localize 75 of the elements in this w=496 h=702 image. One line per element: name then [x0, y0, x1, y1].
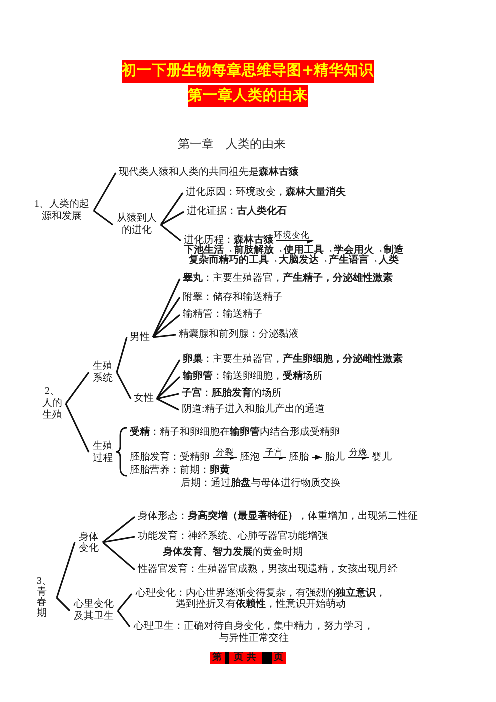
- arrow: [348, 455, 370, 460]
- arrow: [212, 455, 238, 460]
- topic-label: 3、青春期: [34, 577, 57, 619]
- branch-line: [160, 224, 182, 242]
- note-text: 卵巢：主要生殖器官，产生卵细胞，分泌雌性激素: [180, 354, 406, 366]
- chapter-banner: 第一章人类的由来: [188, 85, 308, 107]
- edge-label: 子宫: [264, 448, 284, 456]
- arrow: [312, 455, 322, 460]
- branch-line: [152, 297, 181, 338]
- subtopic-label: 生殖系统: [89, 361, 117, 384]
- branch-line: [156, 398, 180, 411]
- branch-line: [93, 172, 117, 212]
- note-text: 子宫：胚胎发育的场所: [179, 388, 285, 400]
- note-text: 现代类人猿和人类的共同祖先是森林古猿: [116, 167, 302, 179]
- edge-label: 分裂: [215, 448, 235, 456]
- branch-line: [152, 278, 181, 338]
- topic-label: 1、人类的起源和发展: [30, 199, 94, 223]
- branch-line: [102, 536, 136, 544]
- subtopic-label: 男性: [127, 332, 153, 344]
- branch-line: [117, 594, 133, 612]
- note-text: 进化历程：森林古猿: [184, 235, 274, 246]
- subtopic-label: 心里变化及其卫生: [70, 599, 118, 623]
- stage-label: 婴儿: [369, 452, 395, 464]
- subtopic-label: 从猿到人的进化: [113, 213, 161, 237]
- note-text: 后期：通过胎盘与母体进行物质交换: [180, 478, 342, 490]
- branch-line: [56, 542, 76, 598]
- branch-line: [94, 210, 114, 226]
- note-text: 功能发育：神经系统、心肺等器官功能增强: [135, 531, 331, 543]
- branch-line: [152, 334, 176, 338]
- stage-label: 胎儿: [322, 452, 348, 464]
- branch-line: [156, 360, 181, 400]
- arrow-label: 环境变化: [273, 231, 311, 240]
- stage-label: 胚胎: [286, 452, 312, 464]
- note-text: 性器官发育：生殖器官成熟，男孩出现遗精，女孩出现月经: [135, 564, 401, 576]
- note-text: 心理卫生：正确对待自身变化，集中精力，努力学习，与异性正常交往: [130, 621, 378, 645]
- title-banner: 初一下册生物每章思维导图+精华知识: [122, 60, 374, 83]
- note-text: 进化原因：环境改变，森林大量消失: [183, 187, 349, 199]
- note-text: 胚胎营养：前期：卵黄: [129, 465, 231, 477]
- subtopic-label: 生殖过程: [89, 441, 117, 464]
- footer-label: 页: [272, 652, 286, 664]
- stage-label: 胚泡: [237, 452, 263, 464]
- branch-line: [160, 192, 184, 226]
- branch-line: [56, 597, 71, 612]
- topic-label: 2、人的生殖: [39, 386, 66, 422]
- subtopic-label: 身体变化: [75, 532, 103, 554]
- note-text: 受精：精子和卵细胞在输卵管内结合形成受精卵: [129, 426, 341, 438]
- branch-line: [156, 393, 180, 400]
- note-text: 睾丸：主要生殖器官，产生精子，分泌雄性激素: [180, 273, 396, 285]
- footer-label: 页 共: [229, 652, 262, 664]
- note-text: 输卵管：输送卵细胞，受精场所: [180, 371, 326, 383]
- note-text: 下池生活→前肢解放→使用工具→学会用火→制造复杂而精巧的工具→大脑发达→产生语言→人类: [184, 246, 404, 266]
- branch-line: [117, 610, 131, 628]
- footer-label: 第: [210, 652, 225, 664]
- branch-line: [102, 516, 136, 544]
- note-text: 心理变化：内心世界逐渐变得复杂，有强烈的独立意识，遇到挫折又有依赖性，性意识开始萌动: [132, 589, 390, 610]
- branch-line: [102, 542, 136, 571]
- note-text: 阴道:精子进入和胎儿产出的通道: [179, 404, 328, 416]
- branch-line: [65, 404, 90, 453]
- chapter-heading: 第一章 人类的由来: [177, 137, 287, 151]
- branch-line: [116, 372, 132, 400]
- note-text: 进化证据：古人类化石: [184, 206, 290, 218]
- edge-label: 分娩: [348, 448, 368, 456]
- note-text: 附睾：储存和输送精子: [180, 292, 286, 304]
- note-text: 身体发育、智力发展的黄金时期: [162, 547, 304, 559]
- branch-line: [116, 337, 128, 373]
- arrow: [262, 455, 286, 460]
- branch-line: [160, 211, 184, 226]
- stage-label: 胚胎发育：受精卵: [127, 452, 213, 464]
- note-text: 精囊腺和前列腺：分泌黏液: [176, 329, 302, 341]
- note-text: 身体形态：身高突增（最显著特征），体重增加，出现第二性征: [135, 511, 421, 523]
- branch-line: [152, 314, 181, 338]
- branch-line: [65, 372, 90, 404]
- branch-line: [156, 376, 181, 400]
- note-text: 输精管：输送精子: [180, 309, 266, 321]
- subtopic-label: 女性: [131, 393, 157, 405]
